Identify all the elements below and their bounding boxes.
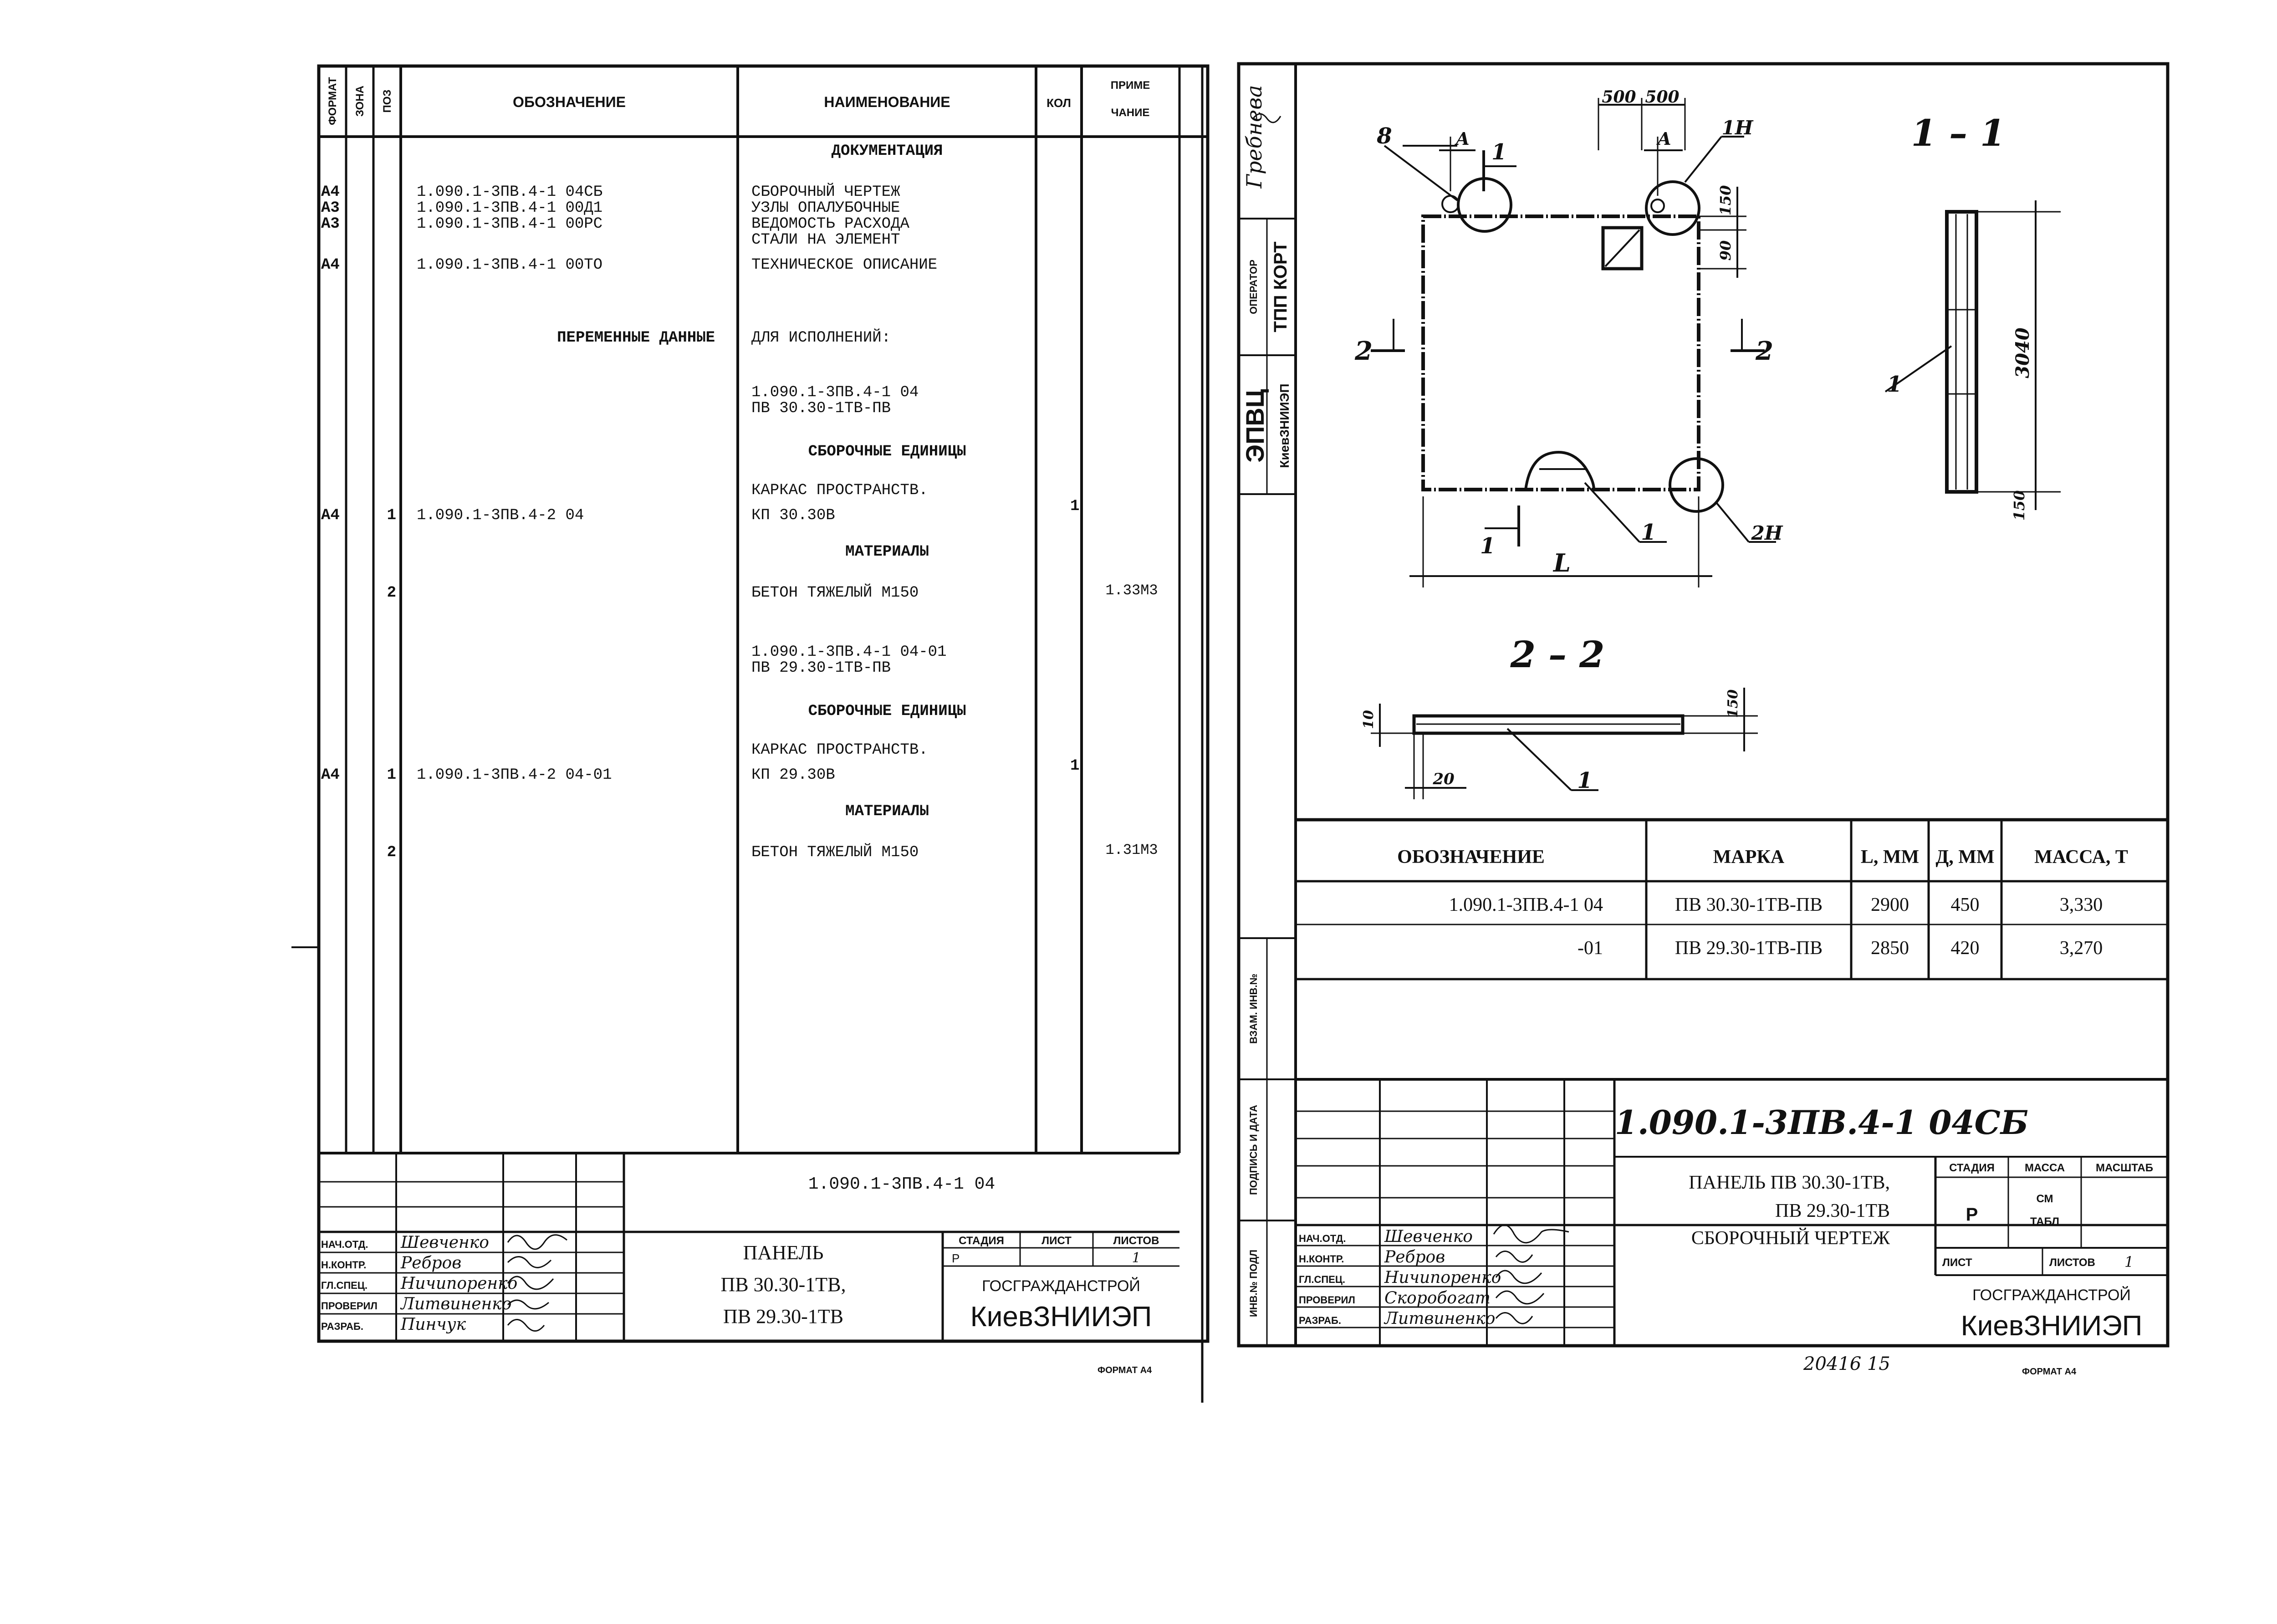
leader: [1716, 502, 1750, 543]
section-1-1: [1884, 200, 2061, 510]
signature: [507, 1299, 549, 1310]
signature: [507, 1276, 554, 1290]
leader: [1584, 482, 1640, 543]
signature: [1252, 113, 1281, 123]
signature: [1493, 1224, 1569, 1244]
hole: [1650, 199, 1665, 213]
leader: [1884, 345, 1952, 393]
signature: [1495, 1290, 1545, 1305]
signature: [507, 1234, 567, 1250]
right-sheet: [1237, 62, 2170, 1348]
section-outline: [1412, 714, 1685, 735]
signature: [507, 1319, 545, 1332]
left-sheet: [291, 64, 1210, 1343]
signature: [1495, 1251, 1533, 1263]
leader: [1506, 728, 1572, 791]
section-outline: [1945, 210, 1978, 494]
window-diagonal: [1604, 229, 1640, 267]
plan-view: [1371, 98, 1776, 587]
signature: [1495, 1312, 1533, 1324]
hole: [1441, 195, 1460, 213]
node-2n-circle: [1669, 457, 1724, 513]
leader: [1384, 145, 1458, 201]
lifting-niche: [1524, 451, 1595, 490]
section-2-2: [1371, 688, 1758, 799]
node-1n-circle: [1645, 180, 1700, 236]
panel-outline: [1421, 214, 1700, 491]
leader: [1684, 136, 1722, 183]
window-opening: [1601, 226, 1644, 271]
signature: [1495, 1270, 1542, 1284]
signature: [507, 1256, 552, 1268]
right-frame: [1237, 62, 2170, 1348]
left-frame: [317, 64, 1210, 1343]
